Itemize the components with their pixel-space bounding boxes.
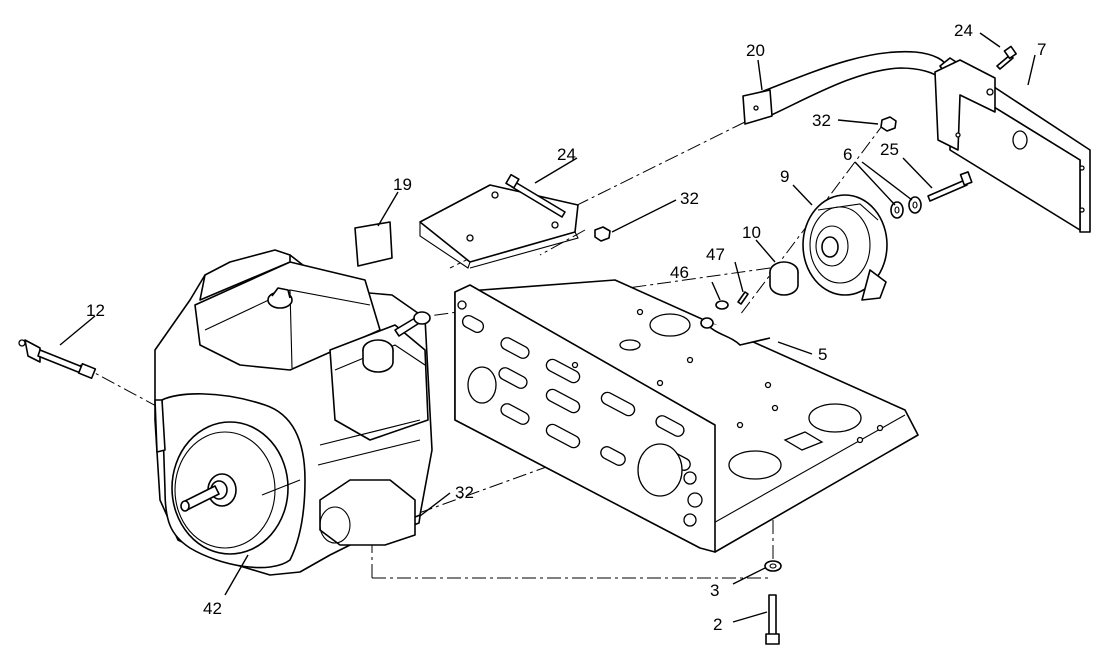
fitting xyxy=(18,339,97,380)
bolt xyxy=(737,291,749,305)
callout-24-middle: 24 xyxy=(557,145,576,164)
engine xyxy=(154,249,433,576)
callout-32-upper: 32 xyxy=(812,111,831,130)
callout-47: 47 xyxy=(706,245,725,264)
callout-labels: 24 7 20 32 25 6 9 24 19 32 10 47 46 12 5… xyxy=(86,21,1046,634)
callout-42: 42 xyxy=(203,599,222,618)
washer-hole xyxy=(769,563,777,569)
washer xyxy=(890,201,904,219)
callout-32-lower: 32 xyxy=(455,483,474,502)
callout-2: 2 xyxy=(713,615,722,634)
upper-mount-plate xyxy=(419,184,579,269)
spacer xyxy=(769,261,799,296)
washer xyxy=(764,560,782,572)
washer-hole xyxy=(912,201,918,209)
washer-hole xyxy=(894,206,900,214)
rear-bracket xyxy=(742,50,951,125)
leader-lines xyxy=(59,32,1036,623)
frame-chassis xyxy=(454,279,919,553)
callout-6: 6 xyxy=(843,145,852,164)
callout-9: 9 xyxy=(780,167,789,186)
callout-5: 5 xyxy=(818,345,827,364)
bolt xyxy=(765,594,780,645)
bolt xyxy=(996,45,1017,70)
bolt xyxy=(927,171,973,202)
callout-25: 25 xyxy=(880,140,899,159)
callout-46: 46 xyxy=(670,263,689,282)
callout-10: 10 xyxy=(742,223,761,242)
wire-harness xyxy=(700,317,771,346)
callout-32-middle: 32 xyxy=(680,189,699,208)
callout-24-top: 24 xyxy=(954,21,973,40)
callout-12: 12 xyxy=(86,301,105,320)
decal xyxy=(354,221,393,267)
mount-plate xyxy=(934,57,1091,233)
callout-19: 19 xyxy=(393,175,412,194)
callout-7: 7 xyxy=(1037,40,1046,59)
frame-slots xyxy=(457,300,703,527)
bolt xyxy=(505,173,566,218)
callout-3: 3 xyxy=(710,581,719,600)
nut xyxy=(594,226,611,242)
nut xyxy=(880,116,897,132)
washer xyxy=(908,196,922,214)
callout-20: 20 xyxy=(746,41,765,60)
pto-clutch xyxy=(802,194,888,301)
washer xyxy=(715,300,729,310)
